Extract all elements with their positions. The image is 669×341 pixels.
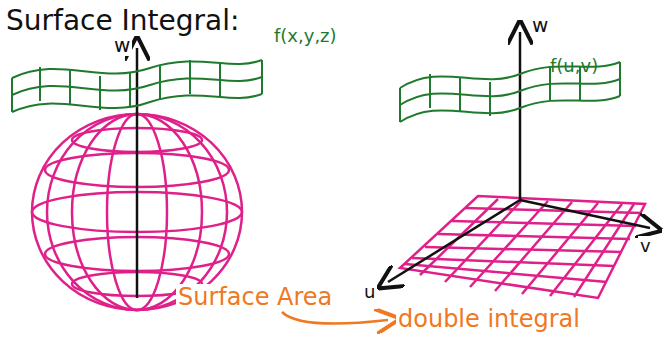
note: double integral — [396, 306, 582, 332]
title: Surface Integral: — [4, 6, 241, 37]
note: Surface Area — [176, 284, 334, 310]
axis-label: w — [112, 34, 132, 56]
axis-label: u — [362, 282, 377, 302]
function-surface — [12, 60, 262, 112]
parameter-plane — [400, 196, 645, 298]
function-label: f(u,v) — [548, 56, 600, 76]
w-axis — [136, 48, 139, 298]
w-axis — [519, 32, 522, 200]
axis-label: v — [638, 236, 653, 256]
u-axis — [388, 200, 520, 282]
arrow — [282, 312, 388, 324]
v-axis — [520, 200, 650, 228]
function-label: f(x,y,z) — [272, 26, 339, 46]
axis-label: w — [530, 14, 550, 36]
